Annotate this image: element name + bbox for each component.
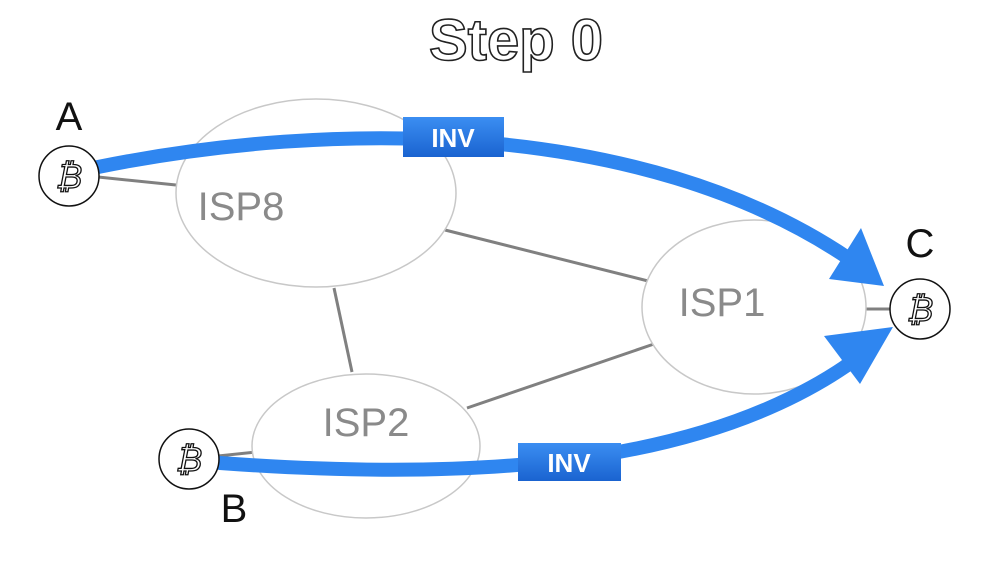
link-isp8-isp1 <box>444 228 653 284</box>
link-a-isp8 <box>97 175 177 187</box>
bitcoin-icon <box>38 145 100 207</box>
bitcoin-glyph: ₿ <box>56 157 83 197</box>
bitcoin-glyph: ₿ <box>176 440 203 480</box>
node-c: ₿ C <box>889 222 951 340</box>
node-b: ₿ B <box>158 428 248 531</box>
message-arrow-b-to-c: INV <box>213 327 893 481</box>
node-label-a: A <box>56 95 83 139</box>
isp-cloud-isp2: ISP2 <box>251 373 481 519</box>
bitcoin-icon <box>889 278 951 340</box>
node-a: ₿ A <box>38 95 100 207</box>
isp-label-isp1: ISP1 <box>679 281 766 325</box>
isp-label-isp8: ISP8 <box>198 185 285 229</box>
bitcoin-icon <box>158 428 220 490</box>
inv-box-b-to-c <box>518 443 621 481</box>
arrowhead-icon <box>829 228 884 286</box>
diagram-title: Step 0 <box>429 8 603 73</box>
inv-box-a-to-c <box>403 117 504 157</box>
arrowhead-icon <box>824 327 893 384</box>
bitcoin-glyph: ₿ <box>907 290 934 330</box>
isp-label-isp2: ISP2 <box>323 401 410 445</box>
inv-label-a-to-c: INV <box>431 123 475 153</box>
isp-cloud-isp1: ISP1 <box>641 219 867 395</box>
message-arrow-a-to-c: INV <box>91 117 884 286</box>
link-isp8-isp2 <box>332 287 354 373</box>
node-label-b: B <box>221 487 248 531</box>
link-isp2-isp1 <box>466 342 655 410</box>
link-b-isp2 <box>217 450 257 458</box>
inv-label-b-to-c: INV <box>547 448 591 478</box>
isp-links <box>97 175 890 458</box>
node-label-c: C <box>906 222 935 266</box>
